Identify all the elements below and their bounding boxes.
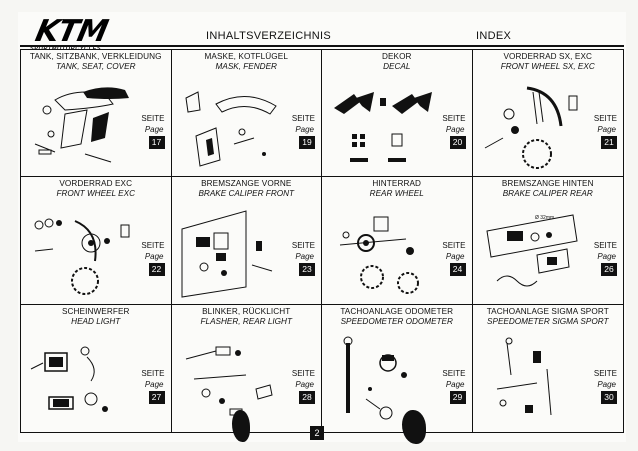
seite-label: SEITE: [291, 241, 315, 251]
entry-title-english: TANK, SEAT, COVER: [56, 62, 136, 71]
entry-title-english: BRAKE CALIPER REAR: [502, 189, 593, 199]
entry-title-german: VORDERRAD SX, EXC: [503, 52, 593, 61]
index-entry-brake-caliper-front[interactable]: BREMSZANGE VORNE BRAKE CALIPER FRONT SEI…: [171, 177, 322, 305]
brake-caliper-front-icon: [181, 210, 272, 298]
page-number-badge[interactable]: 26: [601, 263, 617, 277]
entry-title-german: BLINKER, RÜCKLICHT: [202, 306, 291, 316]
entry-title-english: DECAL: [383, 62, 411, 71]
index-entry-speedometer-odometer[interactable]: TACHOANLAGE ODOMETER SPEEDOMETER ODOMETE…: [322, 304, 473, 432]
flasher-exploded-icon: [185, 346, 273, 416]
page-number-badge[interactable]: 20: [449, 136, 466, 149]
seite-label: SEITE: [442, 114, 466, 123]
entry-title-german: SCHEINWERFER: [61, 306, 130, 316]
index-entry-rear-wheel[interactable]: HINTERRAD REAR WHEEL SEITE Page 24: [322, 177, 473, 305]
seite-label: SEITE: [442, 241, 466, 251]
entry-title-english: HEAD LIGHT: [71, 316, 121, 326]
front-wheel-exc-exploded-icon: [34, 218, 130, 296]
index-entry-sigma-sport[interactable]: TACHOANLAGE SIGMA SPORT SPEEDOMETER SIGM…: [473, 305, 624, 432]
seite-label: SEITE: [593, 368, 617, 378]
entry-title-english: FLASHER, REAR LIGHT: [200, 316, 292, 326]
logo-mark: KTM: [32, 14, 111, 49]
page-label: Page: [445, 125, 465, 134]
seite-label: SEITE: [141, 368, 165, 378]
index-entry-tank[interactable]: TANK, SITZBANK, VERKLEIDUNG TANK, SEAT, …: [21, 50, 172, 178]
ktm-logo: KTM SPORTMOTORCYCLES: [22, 14, 140, 54]
seite-label: SEITE: [593, 241, 617, 251]
entry-title-german: BREMSZANGE VORNE: [201, 179, 292, 189]
caliper-size-annotation: Ø 32mm: [535, 215, 554, 221]
decal-sheet-icon: [334, 92, 432, 162]
entry-title-german: MASKE, KOTFLÜGEL: [204, 52, 288, 61]
page-label: Page: [295, 379, 314, 389]
page-title-english: INDEX: [476, 30, 512, 42]
front-wheel-exploded-icon: [484, 86, 577, 169]
page-number-badge[interactable]: 24: [449, 263, 466, 277]
page-number-badge[interactable]: 22: [148, 263, 165, 277]
page-label: Page: [597, 379, 616, 389]
page-label: Page: [597, 125, 616, 134]
page-label: Page: [597, 252, 616, 262]
page-number-badge[interactable]: 30: [601, 390, 617, 404]
entry-title-english: REAR WHEEL: [369, 189, 424, 199]
rear-wheel-exploded-icon: [339, 216, 419, 295]
ink-blot: [402, 410, 426, 444]
index-entry-front-wheel-sx[interactable]: VORDERRAD SX, EXC FRONT WHEEL SX, EXC SE…: [472, 50, 623, 178]
page-number-badge[interactable]: 27: [148, 390, 165, 404]
index-entry-headlight[interactable]: SCHEINWERFER HEAD LIGHT SEITE Page 27: [21, 304, 172, 432]
seite-label: SEITE: [291, 368, 315, 378]
seite-label: SEITE: [291, 114, 315, 123]
header-divider: [20, 45, 624, 47]
page-label: Page: [295, 252, 314, 262]
brake-caliper-rear-icon: Ø 32mm: [485, 214, 578, 287]
page-number-badge[interactable]: 21: [601, 136, 617, 149]
entry-title-english: BRAKE CALIPER FRONT: [198, 189, 295, 199]
page-number-badge[interactable]: 29: [449, 390, 466, 404]
page-label: Page: [144, 252, 164, 262]
fender-exploded-icon: [184, 91, 277, 167]
index-entry-brake-caliper-rear[interactable]: BREMSZANGE HINTEN BRAKE CALIPER REAR Ø 3…: [472, 177, 623, 305]
entry-title-german: BREMSZANGE HINTEN: [501, 179, 594, 189]
seite-label: SEITE: [141, 241, 165, 251]
entry-title-english: FRONT WHEEL EXC: [56, 189, 136, 199]
ink-blot: [232, 410, 250, 442]
page-number-badge[interactable]: 17: [148, 136, 165, 149]
entry-title-german: DEKOR: [381, 52, 412, 61]
page-label: Page: [295, 125, 314, 134]
entry-title-german: TACHOANLAGE ODOMETER: [340, 306, 454, 316]
footer-page-number: 2: [310, 426, 324, 440]
index-entry-flasher[interactable]: BLINKER, RÜCKLICHT FLASHER, REAR LIGHT S…: [172, 304, 322, 432]
catalog-page: KTM SPORTMOTORCYCLES INHALTSVERZEICHNIS …: [18, 12, 626, 444]
speedometer-exploded-icon: [343, 336, 407, 420]
page-number-badge[interactable]: 19: [299, 136, 315, 149]
index-entry-fender[interactable]: MASKE, KOTFLÜGEL MASK, FENDER SEITE Page…: [171, 50, 322, 178]
entry-title-english: FRONT WHEEL SX, EXC: [500, 62, 595, 71]
index-entry-front-wheel-exc[interactable]: VORDERRAD EXC FRONT WHEEL EXC SEITE Page…: [21, 177, 172, 305]
entry-title-german: VORDERRAD EXC: [59, 179, 133, 189]
seite-label: SEITE: [593, 114, 617, 123]
fuel-tank-exploded-icon: [34, 87, 129, 163]
index-entry-decal[interactable]: DEKOR DECAL SEITE Page 20: [322, 50, 473, 178]
page-label: Page: [144, 379, 164, 389]
index-grid: TANK, SITZBANK, VERKLEIDUNG TANK, SEAT, …: [20, 49, 624, 433]
headlight-exploded-icon: [30, 346, 108, 412]
entry-title-english: MASK, FENDER: [215, 62, 277, 71]
page-number-badge[interactable]: 28: [299, 390, 315, 404]
entry-title-english: SPEEDOMETER SIGMA SPORT: [487, 316, 609, 326]
entry-title-german: TANK, SITZBANK, VERKLEIDUNG: [29, 52, 162, 61]
seite-label: SEITE: [141, 114, 165, 123]
entry-title-german: TACHOANLAGE SIGMA SPORT: [486, 306, 609, 316]
page-number-badge[interactable]: 23: [299, 263, 315, 277]
entry-title-english: SPEEDOMETER ODOMETER: [340, 316, 453, 326]
entry-title-german: HINTERRAD: [372, 179, 422, 189]
sigma-speedometer-exploded-icon: [496, 337, 551, 415]
page-title-german: INHALTSVERZEICHNIS: [206, 30, 331, 42]
seite-label: SEITE: [442, 368, 466, 378]
page-label: Page: [144, 125, 164, 134]
page-label: Page: [445, 379, 465, 389]
page-label: Page: [445, 252, 465, 262]
